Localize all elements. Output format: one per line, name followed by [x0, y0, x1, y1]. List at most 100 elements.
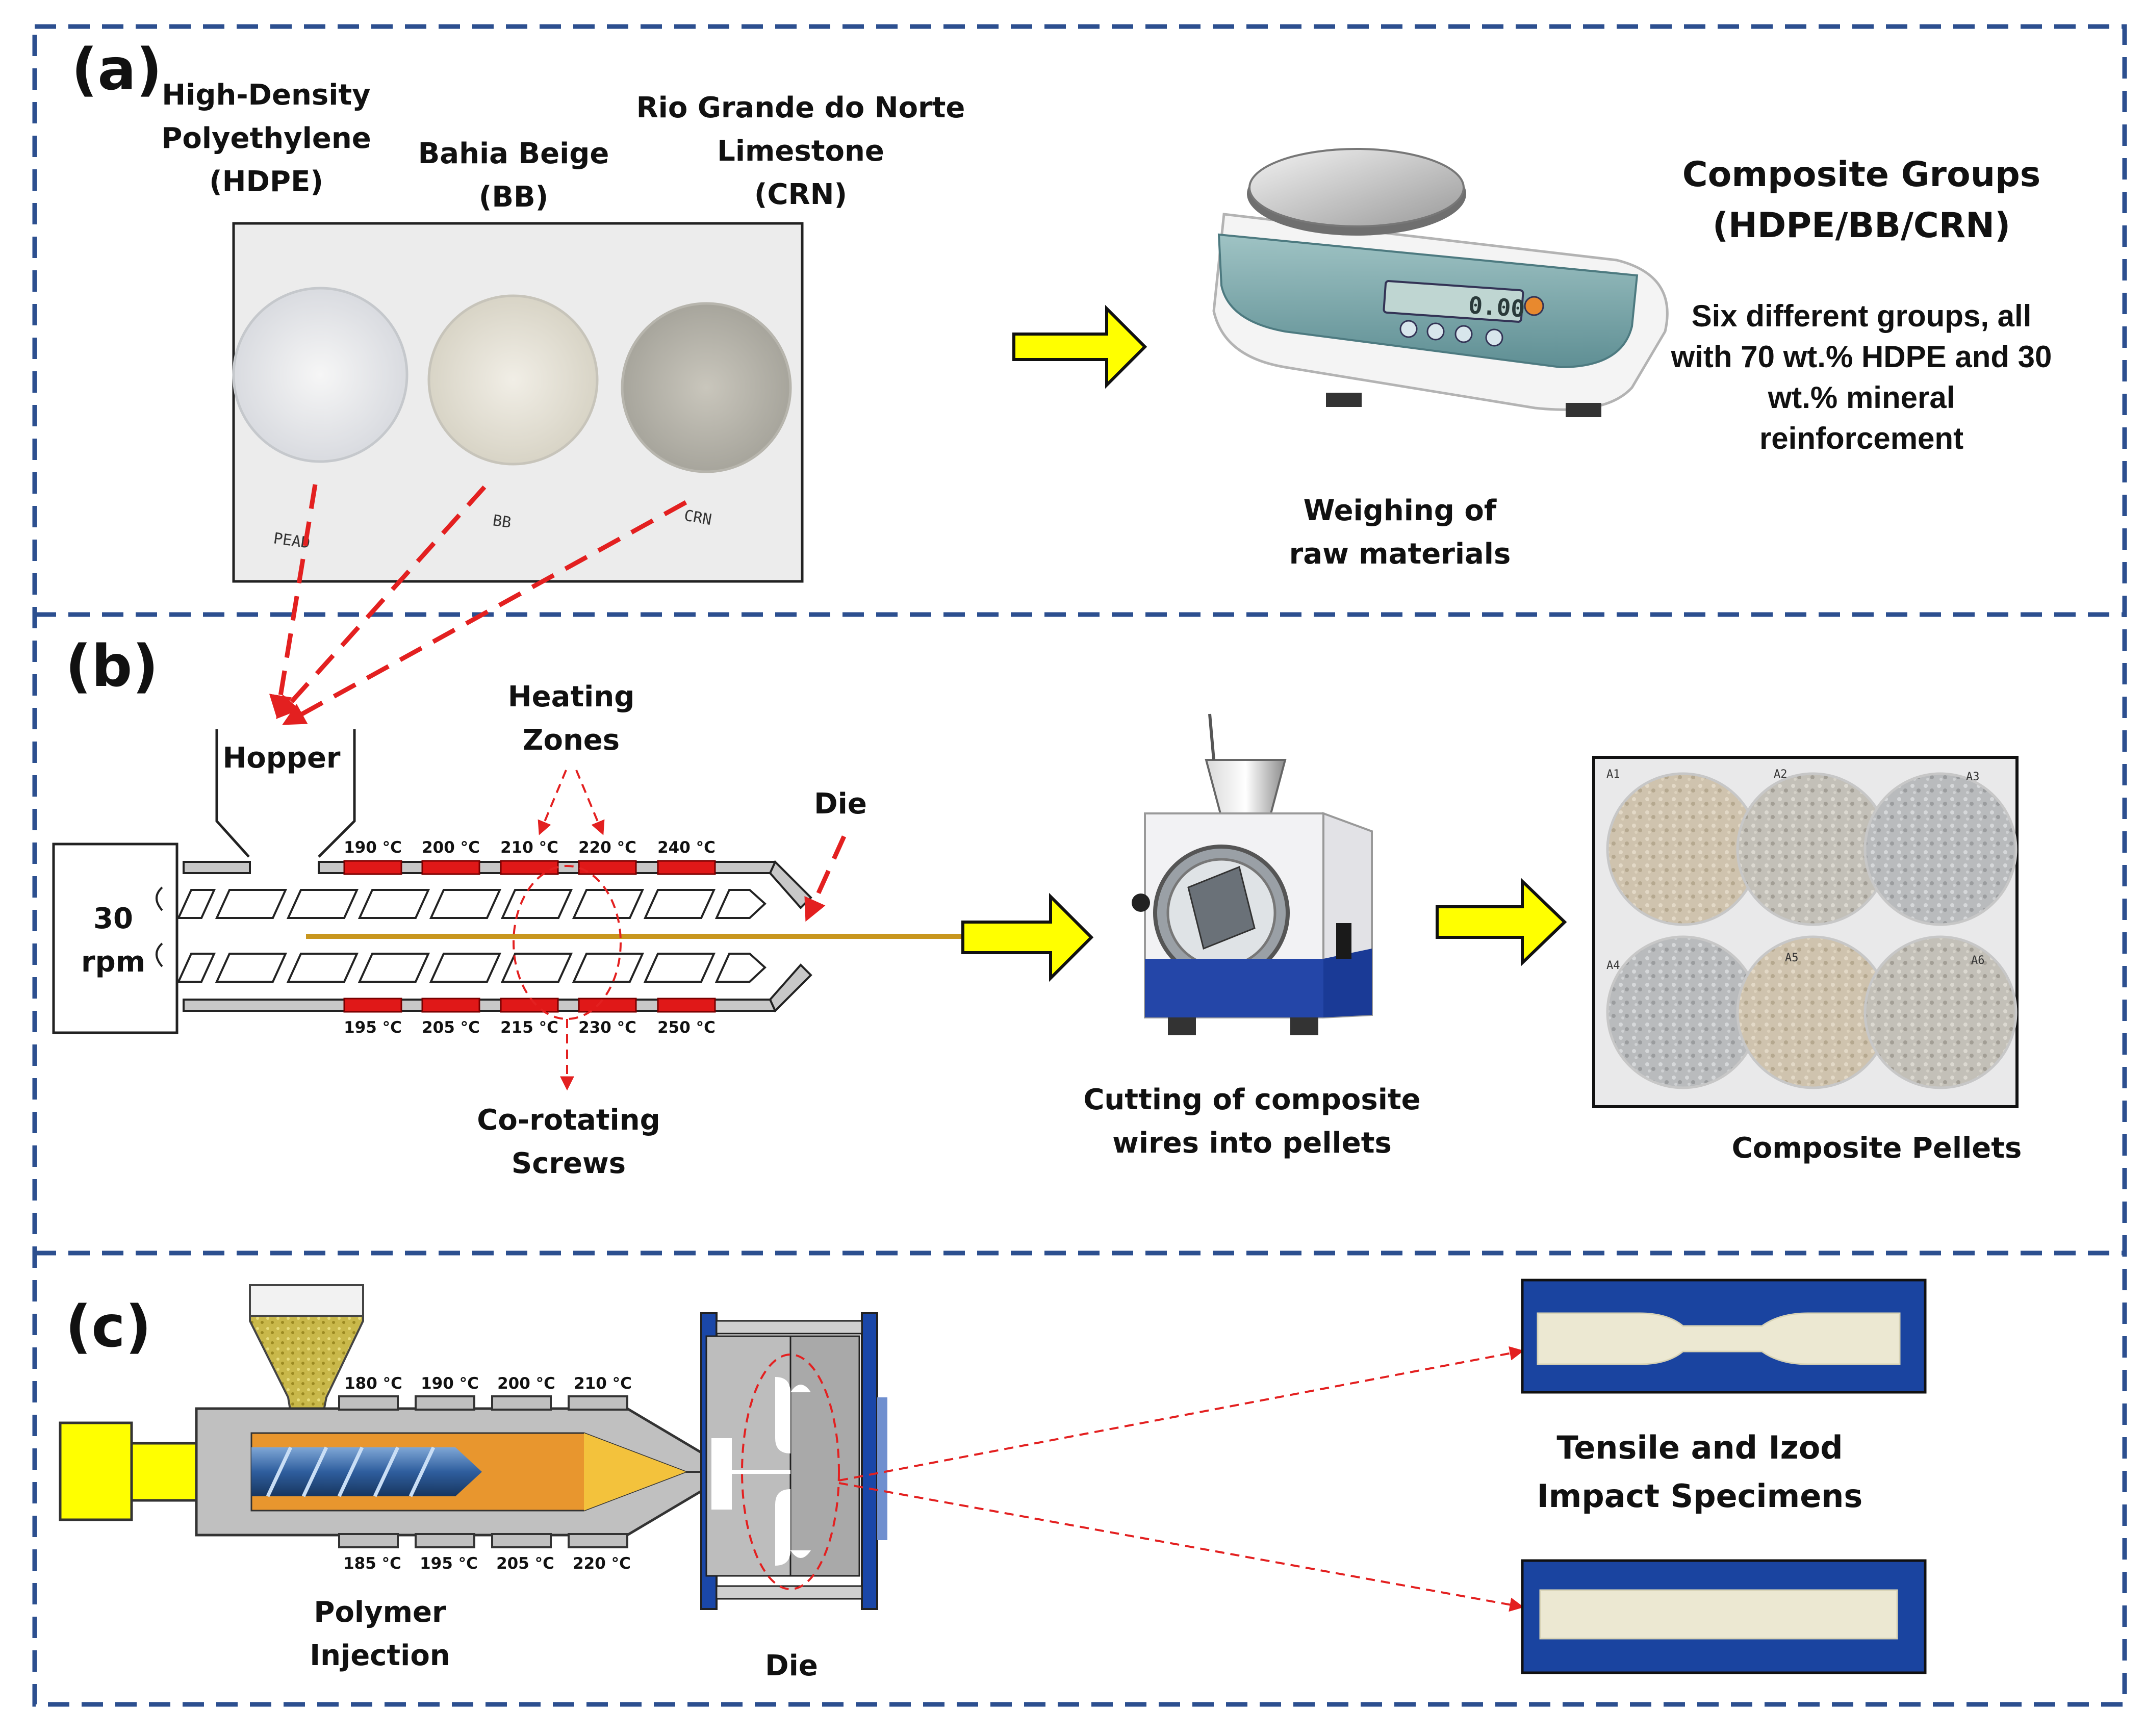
- screws-label: Co-rotating Screws: [477, 1104, 660, 1180]
- panel-a-tag: (a): [71, 37, 162, 103]
- flow-arrow-b2: [1436, 877, 1567, 967]
- svg-text:205 °C: 205 °C: [496, 1554, 554, 1573]
- svg-text:(HDPE): (HDPE): [209, 165, 323, 198]
- cutting-label: Cutting of composite wires into pellets: [1083, 1083, 1420, 1160]
- annotations-b: [513, 770, 847, 1091]
- svg-text:Cutting of composite: Cutting of composite: [1083, 1083, 1420, 1116]
- injection-piston: [59, 1421, 133, 1521]
- svg-text:Six different groups, all: Six different groups, all: [1692, 299, 2032, 333]
- screw-highlight: [513, 865, 622, 1020]
- svg-text:Injection: Injection: [310, 1639, 450, 1672]
- svg-text:200 °C: 200 °C: [497, 1374, 555, 1393]
- extruder-barrel: [183, 860, 961, 1013]
- svg-text:Limestone: Limestone: [717, 135, 884, 168]
- hopper-label: Hopper: [222, 742, 340, 775]
- svg-text:180 °C: 180 °C: [344, 1374, 402, 1393]
- svg-text:Polymer: Polymer: [314, 1596, 446, 1629]
- svg-text:200 °C: 200 °C: [422, 838, 480, 857]
- heating-zones-label: Heating Zones: [508, 680, 635, 757]
- die-label-b: Die: [814, 787, 867, 821]
- motor-speed: 30: [93, 902, 133, 935]
- pellet-dish-a3: [1863, 772, 2018, 926]
- svg-text:Weighing of: Weighing of: [1304, 494, 1497, 527]
- pellet-dish-a4: [1606, 935, 1760, 1089]
- weighing-label: Weighing of raw materials: [1289, 494, 1511, 571]
- svg-text:205 °C: 205 °C: [422, 1018, 480, 1037]
- svg-text:250 °C: 250 °C: [657, 1018, 716, 1037]
- svg-text:190 °C: 190 °C: [421, 1374, 479, 1393]
- composite-pellets-photo: A1 A2 A3 A4 A5 A6: [1592, 756, 2019, 1108]
- injection-machine: [59, 1284, 719, 1548]
- composite-groups-title: Composite Groups (HDPE/BB/CRN): [1682, 155, 2041, 246]
- mold-highlight: [741, 1354, 840, 1590]
- pellets-label: Composite Pellets: [1732, 1132, 2022, 1165]
- svg-text:Bahia Beige: Bahia Beige: [418, 137, 609, 170]
- heaters-c: [338, 1395, 628, 1548]
- bottom-temps-b: 195 °C 205 °C 215 °C 230 °C 250 °C: [344, 1018, 716, 1037]
- svg-text:Zones: Zones: [523, 724, 620, 757]
- svg-text:Screws: Screws: [512, 1147, 626, 1180]
- raw-materials-photo: PEAD BB CRN: [232, 222, 804, 583]
- svg-text:High-Density: High-Density: [162, 79, 370, 112]
- svg-text:230 °C: 230 °C: [578, 1018, 636, 1037]
- svg-text:Co-rotating: Co-rotating: [477, 1104, 660, 1137]
- svg-text:with 70 wt.% HDPE and 30: with 70 wt.% HDPE and 30: [1671, 340, 2052, 374]
- svg-text:Tensile and Izod: Tensile and Izod: [1556, 1429, 1843, 1466]
- dish-label-bb: BB: [492, 512, 513, 532]
- composite-groups-description: Six different groups, all with 70 wt.% H…: [1671, 299, 2052, 455]
- motor-box: [52, 843, 178, 1034]
- svg-text:raw materials: raw materials: [1289, 538, 1511, 571]
- svg-text:reinforcement: reinforcement: [1759, 421, 1963, 455]
- panel-frames: [32, 24, 2127, 1707]
- top-temps-c: 180 °C 190 °C 200 °C 210 °C: [344, 1374, 632, 1393]
- hopper-outline: [215, 729, 356, 858]
- svg-text:A6: A6: [1971, 954, 1985, 967]
- svg-text:195 °C: 195 °C: [420, 1554, 478, 1573]
- pelletizer: [1132, 713, 1373, 1035]
- svg-text:Polyethylene: Polyethylene: [161, 122, 371, 155]
- screw-flights: [176, 889, 767, 983]
- svg-text:A1: A1: [1606, 768, 1620, 781]
- svg-text:Rio Grande do Norte: Rio Grande do Norte: [636, 91, 965, 124]
- svg-text:Heating: Heating: [508, 680, 635, 713]
- svg-text:Impact Specimens: Impact Specimens: [1537, 1477, 1863, 1515]
- svg-text:A5: A5: [1785, 952, 1799, 964]
- crn-dish: [621, 302, 792, 473]
- panel-b: (b) Hopper Heating Zones Die 30 rpm: [52, 633, 2022, 1180]
- flow-arrow-b1: [961, 892, 1094, 982]
- motor-unit: rpm: [81, 946, 145, 979]
- svg-text:wires into pellets: wires into pellets: [1112, 1127, 1392, 1160]
- svg-text:(CRN): (CRN): [754, 178, 847, 211]
- svg-text:210 °C: 210 °C: [574, 1374, 632, 1393]
- feed-lines: [269, 484, 687, 725]
- balance-scale: 0.00: [1212, 148, 1669, 417]
- hdpe-label: High-Density Polyethylene (HDPE): [161, 79, 371, 198]
- svg-text:220 °C: 220 °C: [578, 838, 636, 857]
- die-label-c: Die: [765, 1649, 818, 1682]
- injection-mold: [700, 1312, 887, 1610]
- tensile-specimen-photo: [1521, 1279, 1927, 1394]
- heaters-b: [343, 860, 716, 1013]
- bb-label: Bahia Beige (BB): [418, 137, 609, 214]
- pellet-dish-a6: [1863, 935, 2018, 1089]
- svg-text:215 °C: 215 °C: [500, 1018, 558, 1037]
- svg-text:210 °C: 210 °C: [500, 838, 558, 857]
- svg-text:Composite Groups: Composite Groups: [1682, 155, 2041, 195]
- panel-c: (c) 180 °C 190 °C 200 °C 210 °: [59, 1279, 1927, 1682]
- svg-text:220 °C: 220 °C: [573, 1554, 631, 1573]
- crn-label: Rio Grande do Norte Limestone (CRN): [636, 91, 965, 211]
- panel-b-tag: (b): [65, 633, 159, 700]
- outer-frame: [32, 24, 2127, 1707]
- svg-text:(HDPE/BB/CRN): (HDPE/BB/CRN): [1713, 206, 2010, 246]
- injection-label: Polymer Injection: [310, 1596, 450, 1672]
- flow-arrow-a: [1012, 304, 1147, 389]
- svg-text:190 °C: 190 °C: [344, 838, 402, 857]
- top-temps-b: 190 °C 200 °C 210 °C 220 °C 240 °C: [344, 838, 716, 857]
- svg-text:(BB): (BB): [479, 181, 549, 214]
- specimen-arrows: [838, 1346, 1524, 1612]
- bb-dish: [427, 294, 599, 466]
- scale-display: 0.00: [1468, 291, 1526, 323]
- svg-text:240 °C: 240 °C: [657, 838, 716, 857]
- bottom-temps-c: 185 °C 195 °C 205 °C 220 °C: [343, 1554, 631, 1573]
